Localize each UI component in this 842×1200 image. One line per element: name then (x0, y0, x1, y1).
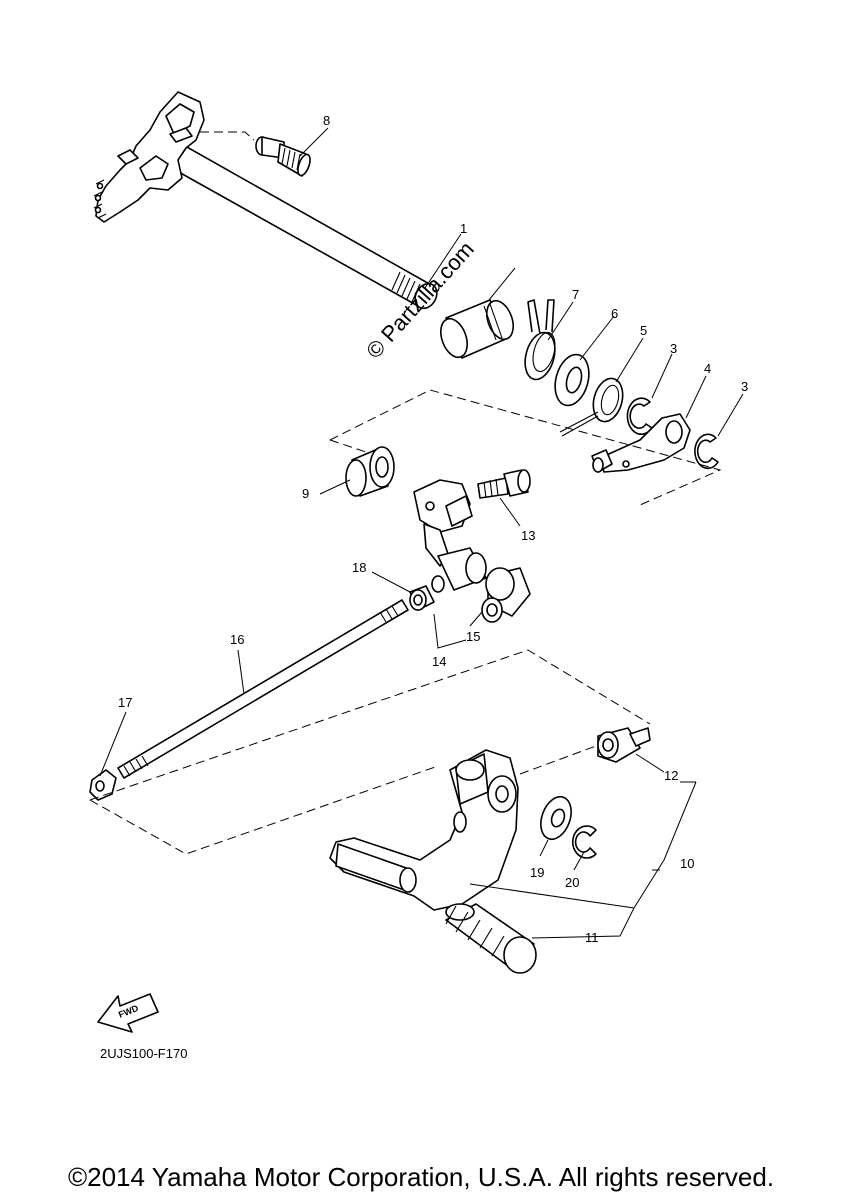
callout-8: 8 (323, 113, 330, 128)
copyright-notice: ©2014 Yamaha Motor Corporation, U.S.A. A… (67, 1162, 775, 1192)
circlip-part-3-upper (626, 397, 653, 435)
stud-bolt-part-8 (255, 136, 311, 177)
torsion-spring-part-5 (559, 377, 624, 437)
shift-shaft-part-1 (93, 91, 438, 310)
bolt-part-13 (477, 469, 531, 499)
callout-14: 14 (432, 654, 446, 669)
shift-spring-part-7 (524, 299, 556, 381)
callout-11: 11 (585, 930, 599, 945)
callout-3-upper: 3 (670, 341, 677, 356)
shift-arm-part-14 (413, 479, 487, 593)
callout-20: 20 (565, 875, 579, 890)
roller-part-9 (345, 446, 395, 497)
callout-17: 17 (118, 695, 132, 710)
callout-13: 13 (521, 528, 535, 543)
rod-end-part-15 (481, 567, 531, 623)
callout-1: 1 (460, 221, 467, 236)
callout-5: 5 (640, 323, 647, 338)
callout-6: 6 (611, 306, 618, 321)
diagram-code: 2UJS100-F170 (100, 1046, 187, 1061)
rod-end-part-12 (597, 727, 651, 763)
circlip-part-20 (572, 825, 597, 859)
callout-12: 12 (664, 768, 678, 783)
callout-10: 10 (680, 856, 694, 871)
pedal-rubber-part-11 (445, 903, 537, 974)
nut-part-17 (89, 769, 117, 801)
shift-rod-part-16 (117, 599, 409, 779)
callout-19: 19 (530, 865, 544, 880)
fwd-arrow-icon: FWD (97, 993, 159, 1033)
callout-3-lower: 3 (741, 379, 748, 394)
shift-pedal-part-10 (329, 749, 519, 911)
washer-part-19 (540, 795, 572, 841)
circlip-part-3-lower (694, 433, 719, 470)
callout-9: 9 (302, 486, 309, 501)
callout-18: 18 (352, 560, 366, 575)
stopper-lever-part-4 (591, 413, 691, 473)
callout-7: 7 (572, 287, 579, 302)
nut-part-18 (409, 585, 435, 611)
oil-seal-collar (440, 299, 514, 359)
callout-15: 15 (466, 629, 480, 644)
washer-part-6 (554, 353, 590, 407)
callout-16: 16 (230, 632, 244, 647)
callout-4: 4 (704, 361, 711, 376)
